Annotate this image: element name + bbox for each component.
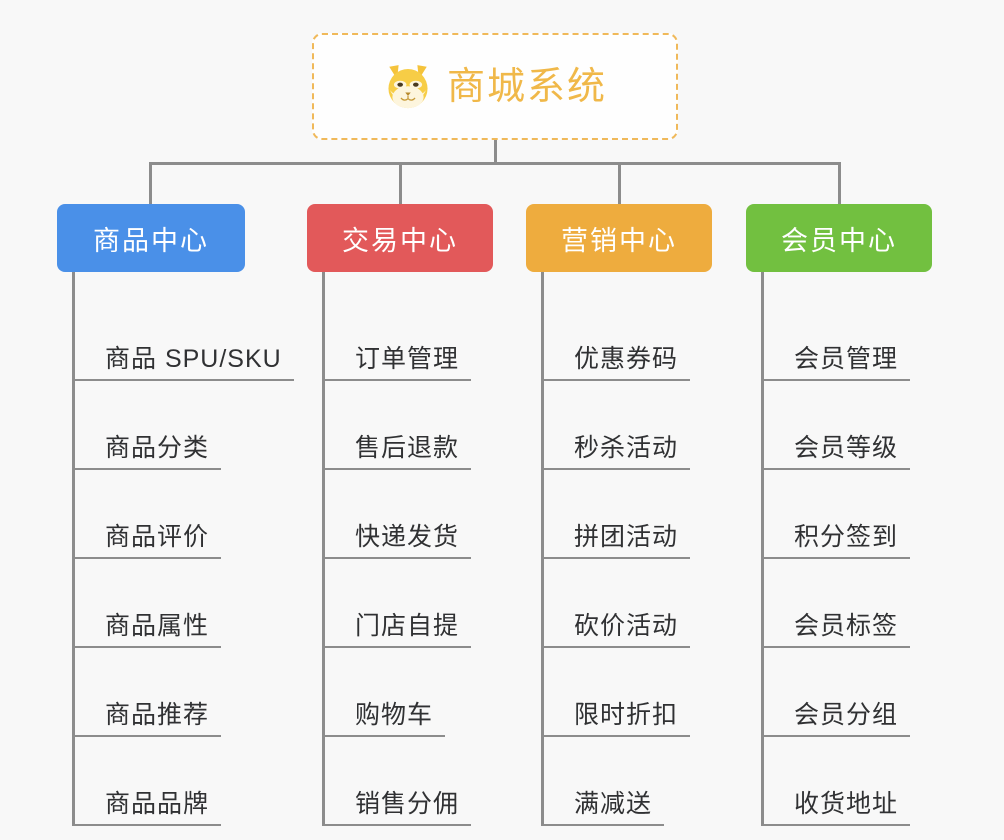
leaf-item[interactable]: 优惠券码 [544,292,712,381]
leaf-item[interactable]: 限时折扣 [544,648,712,737]
leaf-item[interactable]: 满减送 [544,737,712,826]
leaf-item[interactable]: 商品评价 [75,470,245,559]
leaf-label: 商品推荐 [105,700,210,729]
leaf-item[interactable]: 商品属性 [75,559,245,648]
leaf-item[interactable]: 商品推荐 [75,648,245,737]
leaf-label: 销售分佣 [355,789,460,818]
leaf-item[interactable]: 积分签到 [764,470,932,559]
leaf-item[interactable]: 快递发货 [325,470,493,559]
leaf-item[interactable]: 会员标签 [764,559,932,648]
category-column-marketing: 营销中心 优惠券码 秒杀活动 拼团活动 砍价活动 限时折扣 满减送 [526,204,712,826]
category-label: 会员中心 [781,225,897,256]
connector-drop-2 [399,162,402,206]
leaf-label: 会员管理 [794,344,899,373]
connector-drop-3 [618,162,621,206]
leaf-list-trade: 订单管理 售后退款 快递发货 门店自提 购物车 销售分佣 [322,272,493,826]
leaf-item[interactable]: 售后退款 [325,381,493,470]
leaf-label: 满减送 [574,789,653,818]
leaf-label: 秒杀活动 [574,433,679,462]
leaf-item[interactable]: 会员管理 [764,292,932,381]
leaf-item[interactable]: 门店自提 [325,559,493,648]
leaf-label: 会员等级 [794,433,899,462]
leaf-item[interactable]: 销售分佣 [325,737,493,826]
leaf-label: 门店自提 [355,611,460,640]
leaf-label: 商品属性 [105,611,210,640]
root-node[interactable]: 商城系统 [312,33,678,140]
connector-drop-4 [838,162,841,206]
leaf-item[interactable]: 砍价活动 [544,559,712,648]
shiba-dog-face-icon [388,64,428,108]
leaf-label: 砍价活动 [574,611,679,640]
leaf-item[interactable]: 商品分类 [75,381,245,470]
connector-horizontal-bus [149,162,841,165]
leaf-label: 订单管理 [355,344,460,373]
leaf-label: 商品评价 [105,522,210,551]
category-label: 商品中心 [93,225,209,256]
leaf-label: 购物车 [355,700,434,729]
leaf-label: 积分签到 [794,522,899,551]
leaf-list-member: 会员管理 会员等级 积分签到 会员标签 会员分组 收货地址 [761,272,932,826]
connector-drop-1 [149,162,152,206]
leaf-label: 售后退款 [355,433,460,462]
leaf-item[interactable]: 商品品牌 [75,737,245,826]
category-column-product: 商品中心 商品 SPU/SKU 商品分类 商品评价 商品属性 商品推荐 商品品牌 [57,204,294,826]
root-title: 商城系统 [446,65,607,108]
leaf-item[interactable]: 购物车 [325,648,493,737]
leaf-label: 商品 SPU/SKU [105,344,282,373]
leaf-item[interactable]: 拼团活动 [544,470,712,559]
leaf-label: 拼团活动 [574,522,679,551]
leaf-item[interactable]: 商品 SPU/SKU [75,292,294,381]
leaf-label: 限时折扣 [574,700,679,729]
leaf-label: 收货地址 [794,789,899,818]
leaf-item[interactable]: 秒杀活动 [544,381,712,470]
leaf-label: 会员标签 [794,611,899,640]
leaf-label: 会员分组 [794,700,899,729]
category-label: 营销中心 [561,225,677,256]
leaf-item[interactable]: 收货地址 [764,737,932,826]
leaf-list-marketing: 优惠券码 秒杀活动 拼团活动 砍价活动 限时折扣 满减送 [541,272,712,826]
leaf-item[interactable]: 会员分组 [764,648,932,737]
leaf-list-product: 商品 SPU/SKU 商品分类 商品评价 商品属性 商品推荐 商品品牌 [72,272,294,826]
connector-root-stem [494,140,497,164]
leaf-label: 快递发货 [355,522,460,551]
category-header-marketing[interactable]: 营销中心 [526,204,712,272]
category-header-trade[interactable]: 交易中心 [307,204,493,272]
leaf-label: 商品品牌 [105,789,210,818]
category-header-product[interactable]: 商品中心 [57,204,245,272]
category-column-trade: 交易中心 订单管理 售后退款 快递发货 门店自提 购物车 销售分佣 [307,204,493,826]
leaf-item[interactable]: 订单管理 [325,292,493,381]
leaf-item[interactable]: 会员等级 [764,381,932,470]
category-header-member[interactable]: 会员中心 [746,204,932,272]
category-column-member: 会员中心 会员管理 会员等级 积分签到 会员标签 会员分组 收货地址 [746,204,932,826]
category-label: 交易中心 [342,225,458,256]
leaf-label: 商品分类 [105,433,210,462]
leaf-label: 优惠券码 [574,344,679,373]
